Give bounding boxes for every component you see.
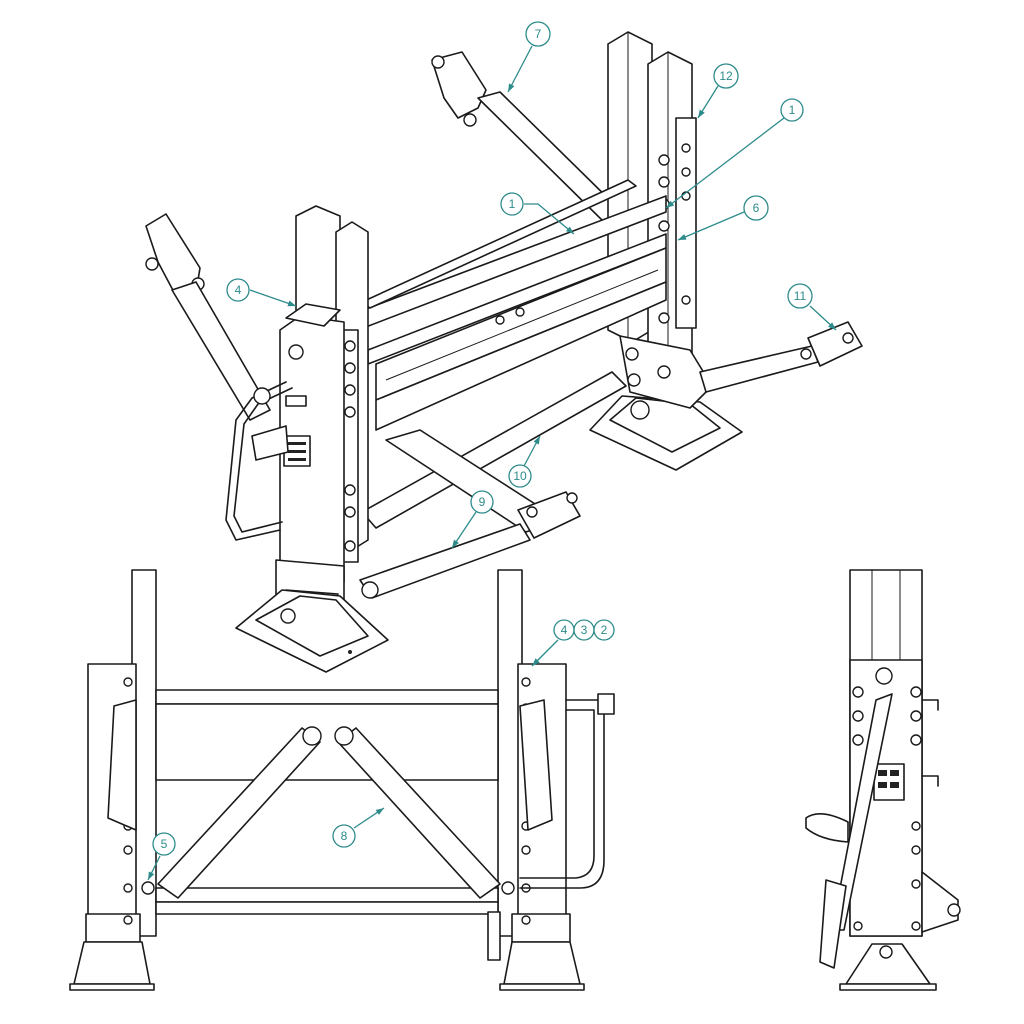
callout-c7: 7 [507,21,551,93]
jack-body [275,303,345,613]
callout-label: 11 [794,289,807,303]
callout-arrowhead [452,539,459,548]
callout-label: 12 [719,69,733,83]
callout-label: 3 [581,623,588,637]
callout-circle [713,63,739,89]
callout-leader [507,45,533,93]
callout-arrowhead [828,322,836,330]
callout-arrowhead [565,226,574,234]
callout-arrowhead [148,871,155,880]
callout-c4a: 4 [226,278,297,307]
callout-label: 2 [601,623,608,637]
callout-circle [593,619,615,641]
callout-leader [249,289,297,307]
isometric-view [145,31,863,673]
callout-c8: 8 [332,807,385,848]
brace-arm-11 [699,321,863,393]
callout-c5: 5 [147,832,176,881]
callout-c9: 9 [451,490,494,549]
callout-c11: 11 [787,283,837,331]
front-crank-handle [487,693,615,961]
callout-label: 6 [753,201,760,215]
callout-circle [332,824,356,848]
front-view [69,569,615,991]
callout-label: 1 [509,197,516,211]
front-left-upright [69,569,157,991]
foot-pad-right [589,335,743,471]
callout-leader [665,117,785,209]
callout-circle [508,464,532,488]
callout-c1b: 1 [500,192,575,235]
channel-beam-1 [357,179,667,431]
callout-arrowhead [532,658,540,666]
front-crossbars [155,689,499,915]
callout-leader [677,211,745,241]
side-view [805,569,961,991]
callout-circle [780,98,804,122]
brace-arm-7 [431,51,623,223]
callout-c10: 10 [508,435,541,488]
callout-circle [226,278,250,302]
callout-arrowhead [508,83,515,92]
callout-circle [743,195,769,221]
callout-leader [524,203,575,235]
callout-c2: 2 [593,619,615,641]
brace-arm-left [145,213,271,421]
callout-label: 9 [479,495,486,509]
callout-label: 5 [161,837,168,851]
callout-circle [787,283,813,309]
callout-arrowhead [698,109,705,118]
callout-arrowhead [533,436,540,445]
callout-c6: 6 [677,195,769,241]
callout-c1a: 1 [665,98,804,209]
front-right-upright [497,569,585,991]
x-brace-8 [141,726,515,899]
callout-arrowhead [666,200,675,208]
brace-arm-9 [359,491,581,599]
callout-c3: 3 [573,619,595,641]
callout-arrowhead [375,808,384,815]
callout-label: 4 [561,623,568,637]
foot-pad-left [235,589,389,673]
callout-label: 8 [341,829,348,843]
callout-arrowhead [287,300,296,307]
callout-c12: 12 [697,63,739,119]
callout-label: 7 [535,27,542,41]
callout-circle [470,490,494,514]
callout-label: 10 [513,469,527,483]
callout-c4b: 4 [531,619,575,667]
callout-label: 1 [789,103,796,117]
callout-arrowhead [678,234,687,240]
callout-label: 4 [235,283,242,297]
callout-circle [500,192,524,216]
crank-handle [225,381,293,541]
callout-circle [152,832,176,856]
callout-circle [525,21,551,47]
